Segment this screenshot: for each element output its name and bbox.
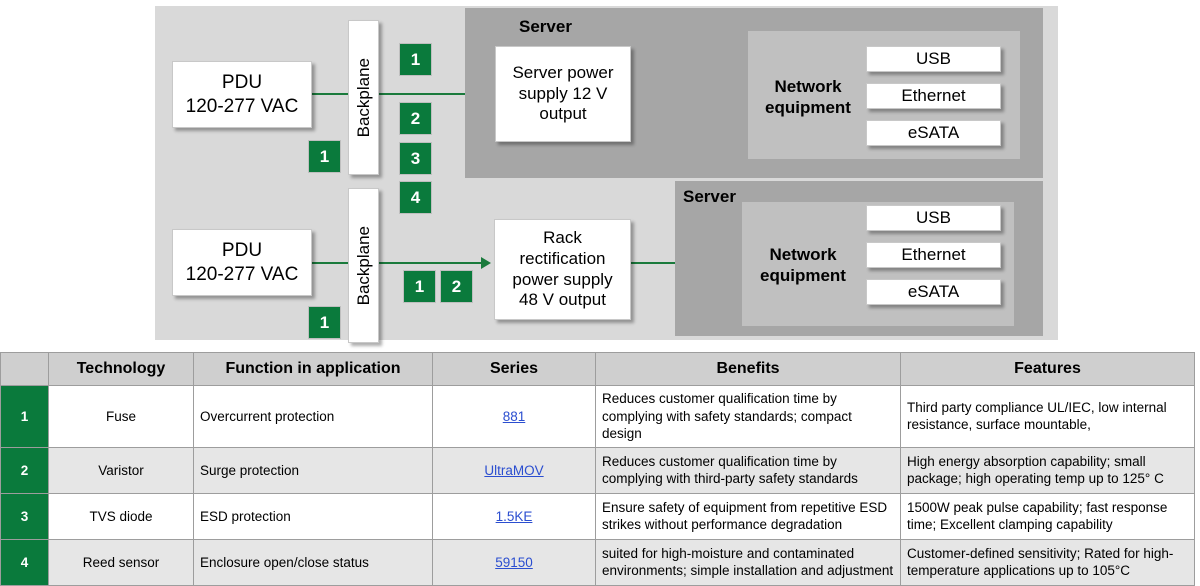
cell-function: Surge protection	[193, 446, 433, 494]
cell-technology: TVS diode	[48, 492, 194, 540]
psu-bottom-line3: power supply	[512, 269, 613, 289]
power-architecture-diagram: PDU 120-277 VAC PDU 120-277 VAC Backplan…	[155, 6, 1058, 343]
badge-column-3: 3	[399, 142, 432, 175]
pdu-box-top: PDU 120-277 VAC	[172, 61, 312, 128]
badge-lower-2: 2	[440, 270, 473, 303]
pdu-top-line1: PDU	[221, 72, 263, 94]
network-equipment-label-top: Network equipment	[753, 76, 863, 119]
wire-pdu-to-backplane-top	[311, 93, 349, 95]
pdu-top-line2: 120-277 VAC	[185, 95, 299, 117]
port-esata-top: eSATA	[866, 120, 1001, 146]
cell-technology: Fuse	[48, 385, 194, 448]
pdu-bottom-line1: PDU	[221, 240, 263, 262]
network-equipment-label-bottom: Network equipment	[748, 244, 858, 287]
badge-column-2: 2	[399, 102, 432, 135]
pdu-bottom-line2: 120-277 VAC	[185, 263, 299, 285]
cell-benefits: suited for high-moisture and contaminate…	[595, 538, 901, 586]
table-row: 2 Varistor Surge protection UltraMOV Red…	[0, 446, 1195, 494]
port-ethernet-bottom: Ethernet	[866, 242, 1001, 268]
cell-benefits: Reduces customer qualification time by c…	[595, 385, 901, 448]
cell-series: 1.5KE	[432, 492, 596, 540]
cell-series: UltraMOV	[432, 446, 596, 494]
wire-pdu-to-backplane-bottom	[311, 262, 349, 264]
column-header-series: Series	[432, 352, 596, 386]
table-head: Technology Function in application Serie…	[0, 352, 1195, 386]
table-row: 3 TVS diode ESD protection 1.5KE Ensure …	[0, 492, 1195, 540]
column-header-number	[0, 352, 49, 386]
psu-bottom-line2: rectification	[519, 248, 606, 268]
cell-features: Third party compliance UL/IEC, low inter…	[900, 385, 1195, 448]
network-top-line2: equipment	[765, 98, 851, 118]
specification-table: Technology Function in application Serie…	[0, 352, 1195, 586]
row-number-badge: 1	[0, 385, 49, 448]
table-body: 1 Fuse Overcurrent protection 881 Reduce…	[0, 385, 1195, 586]
row-number-badge: 3	[0, 492, 49, 540]
cell-technology: Varistor	[48, 446, 194, 494]
psu-bottom-line1: Rack	[543, 228, 582, 248]
cell-features: 1500W peak pulse capability; fast respon…	[900, 492, 1195, 540]
badge-pdu-top-1: 1	[308, 140, 341, 173]
cell-benefits: Reduces customer qualification time by c…	[595, 446, 901, 494]
port-usb-top: USB	[866, 46, 1001, 72]
cell-function: Enclosure open/close status	[193, 538, 433, 586]
backplane-bottom: Backplane	[348, 188, 379, 343]
table-row: 4 Reed sensor Enclosure open/close statu…	[0, 538, 1195, 586]
badge-pdu-bottom-1: 1	[308, 306, 341, 339]
series-link[interactable]: 1.5KE	[495, 508, 533, 524]
series-link[interactable]: 881	[502, 408, 526, 424]
port-usb-bottom: USB	[866, 205, 1001, 231]
backplane-top-label: Backplane	[353, 57, 373, 138]
rack-rectification-power-supply-box: Rack rectification power supply 48 V out…	[494, 219, 631, 320]
server-power-supply-box: Server power supply 12 V output	[495, 46, 631, 142]
wire-backplane-to-psu-top	[379, 93, 481, 95]
cell-function: Overcurrent protection	[193, 385, 433, 448]
psu-top-line3: output	[539, 104, 587, 124]
cell-features: High energy absorption capability; small…	[900, 446, 1195, 494]
backplane-bottom-label: Backplane	[353, 225, 373, 306]
badge-column-1: 1	[399, 43, 432, 76]
pdu-box-bottom: PDU 120-277 VAC	[172, 229, 312, 296]
series-link[interactable]: 59150	[495, 554, 533, 570]
column-header-benefits: Benefits	[595, 352, 901, 386]
row-number-badge: 2	[0, 446, 49, 494]
psu-bottom-line4: 48 V output	[519, 290, 606, 310]
server-title-top: Server	[519, 17, 572, 36]
cell-features: Customer-defined sensitivity; Rated for …	[900, 538, 1195, 586]
column-header-technology: Technology	[48, 352, 194, 386]
server-title-bottom: Server	[683, 187, 736, 206]
row-number-badge: 4	[0, 538, 49, 586]
network-bottom-line1: Network	[769, 245, 837, 264]
arrow-head-psu-bottom	[481, 257, 491, 269]
psu-top-line2: supply 12 V	[518, 83, 608, 103]
cell-technology: Reed sensor	[48, 538, 194, 586]
network-bottom-line2: equipment	[760, 266, 846, 286]
series-link[interactable]: UltraMOV	[484, 462, 544, 478]
table-row: 1 Fuse Overcurrent protection 881 Reduce…	[0, 385, 1195, 448]
backplane-top: Backplane	[348, 20, 379, 175]
port-esata-bottom: eSATA	[866, 279, 1001, 305]
table-header-row: Technology Function in application Serie…	[0, 352, 1195, 386]
cell-benefits: Ensure safety of equipment from repetiti…	[595, 492, 901, 540]
cell-function: ESD protection	[193, 492, 433, 540]
specification-table-wrapper: Technology Function in application Serie…	[0, 352, 1196, 586]
psu-top-line1: Server power	[512, 62, 614, 82]
port-ethernet-top: Ethernet	[866, 83, 1001, 109]
column-header-function: Function in application	[193, 352, 433, 386]
wire-backplane-to-psu-bottom	[379, 262, 481, 264]
network-top-line1: Network	[774, 77, 842, 96]
badge-column-4: 4	[399, 181, 432, 214]
badge-lower-1: 1	[403, 270, 436, 303]
cell-series: 881	[432, 385, 596, 448]
cell-series: 59150	[432, 538, 596, 586]
column-header-features: Features	[900, 352, 1195, 386]
